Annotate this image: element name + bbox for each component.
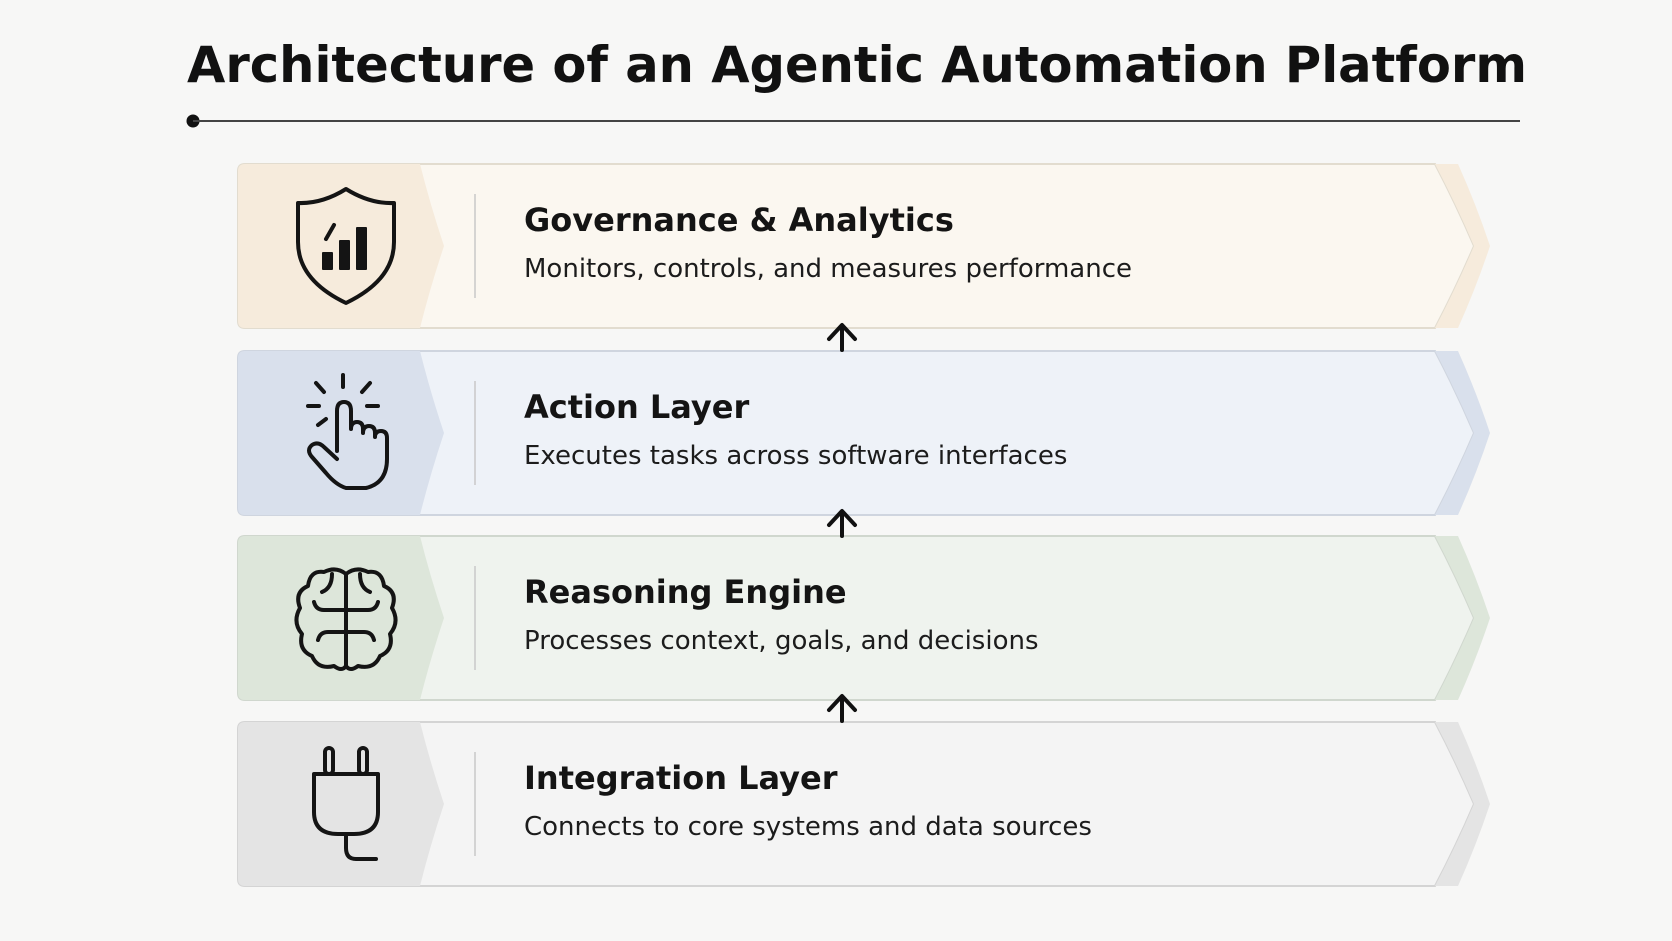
brain-icon <box>294 567 398 671</box>
layer-card-governance-analytics: Governance & Analytics Monitors, control… <box>237 163 1490 329</box>
title-underline <box>186 114 1520 128</box>
layer-title: Integration Layer <box>524 759 838 797</box>
layer-title: Action Layer <box>524 388 749 426</box>
layer-title: Governance & Analytics <box>524 201 954 239</box>
card-icon-tab <box>238 722 444 886</box>
layer-card-action-layer: Action Layer Executes tasks across softw… <box>237 350 1490 516</box>
layer-stack: Governance & Analytics Monitors, control… <box>237 163 1490 887</box>
up-arrow <box>827 323 857 352</box>
pointer-hand-icon <box>306 373 389 490</box>
layer-card-integration-layer: Integration Layer Connects to core syste… <box>237 721 1490 887</box>
card-icon-tab <box>238 536 444 700</box>
page-title: Architecture of an Agentic Automation Pl… <box>187 36 1527 94</box>
layer-description: Connects to core systems and data source… <box>524 812 1092 842</box>
card-arrow-tip <box>1435 164 1490 328</box>
layer-description: Processes context, goals, and decisions <box>524 626 1039 656</box>
layer-description: Monitors, controls, and measures perform… <box>524 254 1132 284</box>
card-arrow-tip <box>1435 722 1490 886</box>
layer-title: Reasoning Engine <box>524 573 847 611</box>
plug-icon <box>312 746 380 861</box>
layer-card-reasoning-engine: Reasoning Engine Processes context, goal… <box>237 535 1490 701</box>
card-arrow-tip <box>1435 351 1490 515</box>
card-arrow-tip <box>1435 536 1490 700</box>
shield-chart-icon <box>296 187 396 305</box>
layer-description: Executes tasks across software interface… <box>524 441 1067 471</box>
card-icon-tab <box>238 351 444 515</box>
up-arrow <box>827 509 857 538</box>
up-arrow <box>827 694 857 723</box>
